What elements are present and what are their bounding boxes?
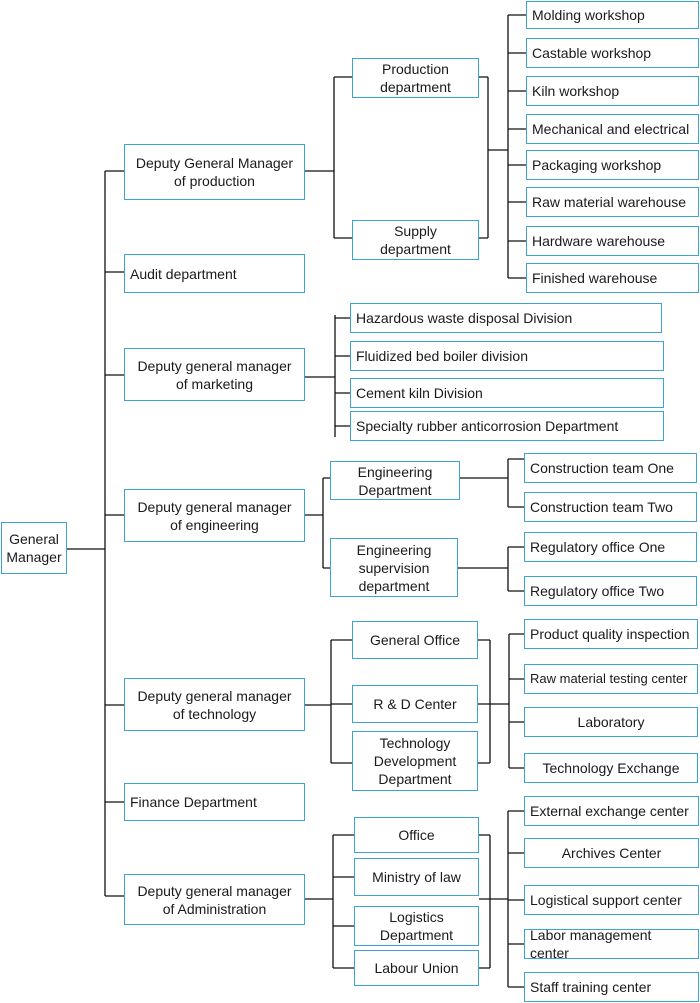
connector-production bbox=[305, 14, 526, 279]
supply-department-node: Supply department bbox=[352, 220, 479, 260]
construction-team: Construction team Two bbox=[524, 492, 697, 522]
marketing-division: Specialty rubber anticorrosion Departmen… bbox=[350, 411, 664, 441]
tech-department: R & D Center bbox=[352, 685, 478, 723]
tech-department: Technology Development Department bbox=[352, 731, 478, 791]
deputy-marketing-node: Deputy general manager of marketing bbox=[124, 348, 305, 401]
admin-department: Logistics Department bbox=[354, 906, 479, 946]
regulatory-office: Regulatory office One bbox=[524, 532, 697, 562]
tech-unit: Laboratory bbox=[524, 707, 698, 737]
marketing-division: Cement kiln Division bbox=[350, 378, 664, 408]
production-unit: Molding workshop bbox=[526, 1, 699, 29]
general-manager-node: General Manager bbox=[1, 522, 67, 574]
connector-marketing bbox=[305, 315, 350, 437]
deputy-administration-node: Deputy general manager of Administration bbox=[124, 874, 305, 925]
production-unit: Mechanical and electrical bbox=[526, 114, 699, 144]
tech-unit: Raw material testing center bbox=[524, 664, 698, 694]
production-unit: Finished warehouse bbox=[526, 263, 699, 293]
tech-unit: Technology Exchange bbox=[524, 753, 698, 783]
production-unit: Packaging workshop bbox=[526, 150, 699, 180]
admin-unit: Labor management center bbox=[524, 929, 699, 959]
connector-engineering bbox=[305, 458, 524, 592]
engineering-department-node: Engineering Department bbox=[330, 461, 460, 500]
audit-department-node: Audit department bbox=[124, 254, 305, 293]
connector-technology bbox=[305, 633, 524, 769]
production-unit: Raw material warehouse bbox=[526, 187, 699, 217]
regulatory-office: Regulatory office Two bbox=[524, 576, 697, 606]
production-unit: Castable workshop bbox=[526, 38, 699, 68]
deputy-production-node: Deputy General Manager of production bbox=[124, 144, 305, 200]
tech-department: General Office bbox=[352, 621, 478, 659]
tech-unit: Product quality inspection bbox=[524, 619, 698, 649]
admin-unit: External exchange center bbox=[524, 796, 699, 826]
admin-unit: Staff training center bbox=[524, 972, 699, 1002]
engineering-supervision-node: Engineering supervision department bbox=[330, 538, 458, 597]
marketing-division: Hazardous waste disposal Division bbox=[350, 303, 662, 333]
finance-department-node: Finance Department bbox=[124, 783, 305, 821]
construction-team: Construction team One bbox=[524, 453, 697, 483]
admin-department: Ministry of law bbox=[354, 858, 479, 896]
production-department-node: Production department bbox=[352, 58, 479, 98]
admin-department: Office bbox=[354, 817, 479, 853]
connector-administration bbox=[305, 810, 524, 988]
deputy-engineering-node: Deputy general manager of engineering bbox=[124, 489, 305, 542]
admin-unit: Archives Center bbox=[524, 838, 699, 868]
production-unit: Kiln workshop bbox=[526, 76, 699, 106]
admin-unit: Logistical support center bbox=[524, 885, 699, 915]
marketing-division: Fluidized bed boiler division bbox=[350, 341, 664, 371]
production-unit: Hardware warehouse bbox=[526, 226, 699, 256]
admin-department: Labour Union bbox=[354, 950, 479, 986]
deputy-technology-node: Deputy general manager of technology bbox=[124, 678, 305, 731]
